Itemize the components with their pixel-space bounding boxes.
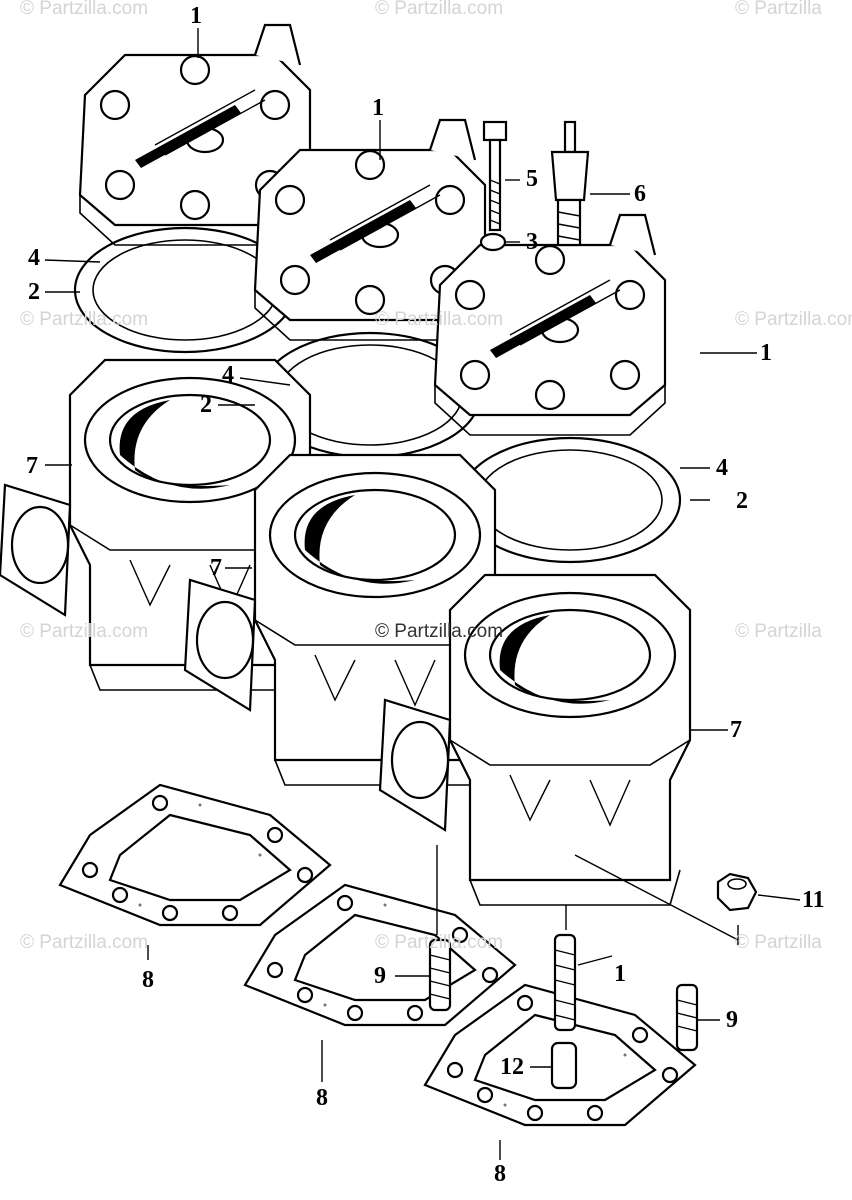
callout-label: 1 xyxy=(760,340,772,366)
base-gasket-left xyxy=(58,783,332,927)
watermark: © Partzilla.com xyxy=(20,621,149,642)
stud-left xyxy=(428,938,452,1012)
washer xyxy=(479,232,507,252)
watermark: © Partzilla xyxy=(735,621,822,642)
leader-lines xyxy=(44,28,801,1160)
watermark: © Partzilla.com xyxy=(20,309,149,330)
callout-label: 1 xyxy=(372,95,384,121)
callout-label: 2 xyxy=(736,488,748,514)
callout-label: 12 xyxy=(500,1054,524,1080)
watermark: © Partzilla.com xyxy=(375,932,504,953)
watermark: © Partzilla xyxy=(735,0,822,19)
callout-label: 2 xyxy=(200,392,212,418)
callout-label: 8 xyxy=(494,1161,506,1187)
callout-label: 2 xyxy=(28,279,40,305)
callout-label: 4 xyxy=(28,245,40,271)
callout-label: 9 xyxy=(726,1007,738,1033)
spark-plug xyxy=(550,120,590,247)
stud-center xyxy=(553,933,577,1032)
callout-label: 1 xyxy=(614,961,626,987)
callout-label: 1 xyxy=(190,3,202,29)
watermark: © Partzilla.com xyxy=(375,309,504,330)
callout-label: 7 xyxy=(210,555,222,581)
stud-right xyxy=(675,983,699,1052)
callout-label: 4 xyxy=(716,455,728,481)
watermark: © Partzilla.com xyxy=(735,309,852,330)
callout-label: 4 xyxy=(222,362,234,388)
watermark: © Partzilla.com xyxy=(20,0,149,19)
callout-label: 6 xyxy=(634,181,646,207)
base-gasket-middle xyxy=(243,883,517,1027)
watermark: © Partzilla.com xyxy=(375,621,504,642)
watermark: © Partzilla xyxy=(735,932,822,953)
callout-label: 9 xyxy=(374,963,386,989)
callout-label: 11 xyxy=(802,887,825,913)
callout-label: 7 xyxy=(730,717,742,743)
callout-label: 7 xyxy=(26,453,38,479)
dowel-pin xyxy=(550,1041,578,1090)
callout-label: 8 xyxy=(316,1085,328,1111)
head-bolt xyxy=(482,120,508,232)
callout-label: 5 xyxy=(526,166,538,192)
callout-label: 8 xyxy=(142,967,154,993)
callout-label: 3 xyxy=(526,229,538,255)
watermark: © Partzilla.com xyxy=(375,0,504,19)
watermark: © Partzilla.com xyxy=(20,932,149,953)
